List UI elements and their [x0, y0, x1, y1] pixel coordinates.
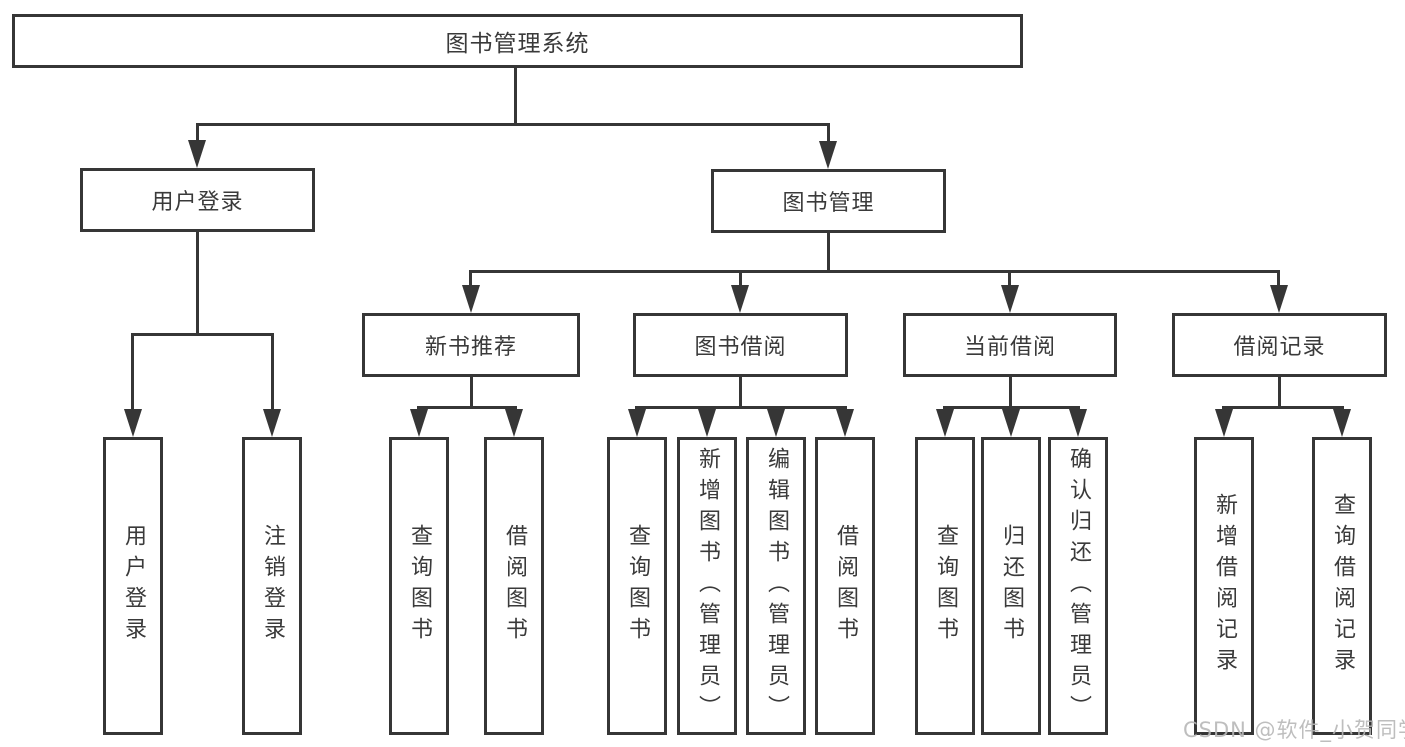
connector-stem: [739, 270, 742, 287]
arrow-down-icon: [819, 141, 837, 169]
connector-stem: [827, 233, 830, 272]
connector-stem: [469, 270, 472, 287]
arrow-down-icon: [698, 409, 716, 437]
arrow-down-icon: [731, 285, 749, 313]
arrow-down-icon: [124, 409, 142, 437]
connector-stem: [739, 377, 742, 408]
node-new-book-recommend: 新书推荐: [362, 313, 580, 377]
arrow-down-icon: [1069, 409, 1087, 437]
connector-stem: [196, 123, 199, 142]
leaf-logout: 注销登录: [242, 437, 302, 735]
arrow-down-icon: [1270, 285, 1288, 313]
leaf-query-book-borrow: 查询图书: [607, 437, 667, 735]
connector-l1-hline: [196, 123, 830, 126]
arrow-down-icon: [263, 409, 281, 437]
connector-hline: [1222, 406, 1344, 409]
connector-stem: [1008, 270, 1011, 287]
connector-stem: [1278, 377, 1281, 408]
node-book-management: 图书管理: [711, 169, 946, 233]
arrow-down-icon: [1002, 409, 1020, 437]
node-book-borrow: 图书借阅: [633, 313, 848, 377]
connector-stem: [271, 333, 274, 411]
connector-stem: [470, 377, 473, 408]
arrow-down-icon: [410, 409, 428, 437]
leaf-add-book-admin: 新增图书（管理员）: [677, 437, 737, 735]
arrow-down-icon: [188, 140, 206, 168]
arrow-down-icon: [836, 409, 854, 437]
node-current-borrow: 当前借阅: [903, 313, 1117, 377]
arrow-down-icon: [936, 409, 954, 437]
leaf-borrow-book: 借阅图书: [815, 437, 875, 735]
connector-l2-hline: [470, 270, 1280, 273]
leaf-query-borrow-record: 查询借阅记录: [1312, 437, 1372, 735]
connector-stem: [1277, 270, 1280, 287]
connector-stem: [827, 123, 830, 142]
connector-hline: [635, 406, 847, 409]
leaf-query-book-recommend: 查询图书: [389, 437, 449, 735]
arrow-down-icon: [1001, 285, 1019, 313]
node-borrow-records: 借阅记录: [1172, 313, 1387, 377]
leaf-edit-book-admin: 编辑图书（管理员）: [746, 437, 806, 735]
leaf-user-login: 用户登录: [103, 437, 163, 735]
arrow-down-icon: [767, 409, 785, 437]
connector-stem: [196, 232, 199, 335]
arrow-down-icon: [462, 285, 480, 313]
node-user-login: 用户登录: [80, 168, 315, 232]
arrow-down-icon: [1215, 409, 1233, 437]
arrow-down-icon: [628, 409, 646, 437]
arrow-down-icon: [505, 409, 523, 437]
leaf-confirm-return-admin: 确认归还（管理员）: [1048, 437, 1108, 735]
connector-hline: [943, 406, 1080, 409]
leaf-add-borrow-record: 新增借阅记录: [1194, 437, 1254, 735]
arrow-down-icon: [1333, 409, 1351, 437]
leaf-query-book-current: 查询图书: [915, 437, 975, 735]
leaf-return-book: 归还图书: [981, 437, 1041, 735]
connector-stem: [131, 333, 134, 411]
csdn-watermark: CSDN @软件_小贺同学: [1183, 718, 1405, 742]
connector-root-stem: [514, 68, 517, 125]
connector-hline: [417, 406, 517, 409]
connector-stem: [1009, 377, 1012, 408]
node-root: 图书管理系统: [12, 14, 1023, 68]
leaf-borrow-book-recommend: 借阅图书: [484, 437, 544, 735]
connector-hline: [131, 333, 274, 336]
